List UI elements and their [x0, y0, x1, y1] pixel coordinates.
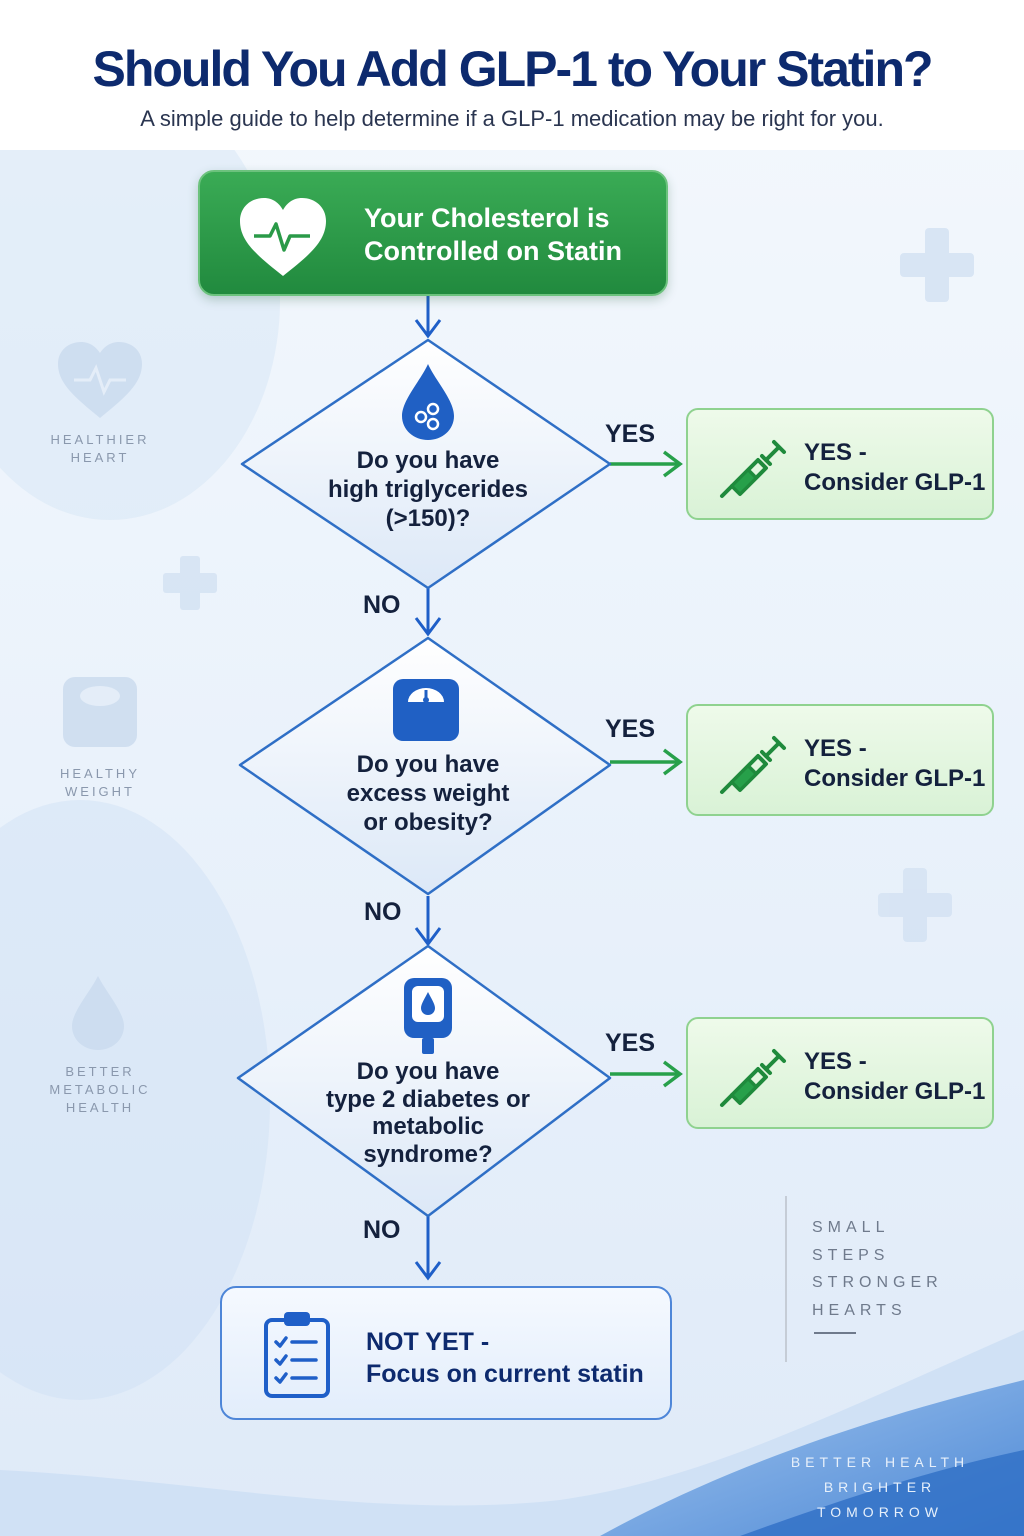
yes-outcome-text-2: YES - Consider GLP-1 — [804, 734, 985, 794]
yes-outcome-1-line-1: YES - — [804, 439, 867, 466]
decision-diamond-1 — [240, 338, 612, 590]
droplet-icon — [402, 364, 454, 440]
header: Should You Add GLP-1 to Your Statin? A s… — [0, 0, 1024, 150]
question-3-line-1: Do you have — [356, 1058, 500, 1085]
decision-diamond-2 — [238, 636, 612, 896]
motto-divider — [785, 1196, 787, 1362]
syringe-icon — [720, 440, 786, 498]
yes-label-1: YES — [605, 420, 656, 448]
no-label-2: NO — [364, 898, 402, 926]
scale-icon — [63, 677, 137, 747]
footer-tagline: BETTER HEALTH BRIGHTER TOMORROW — [760, 1450, 1000, 1525]
scale-icon — [393, 679, 459, 741]
question-2-line-3: or obesity? — [363, 809, 493, 836]
question-3-line-4: syndrome? — [363, 1140, 493, 1168]
end-outcome-box: NOT YET - Focus on current statin — [220, 1286, 672, 1420]
decision-diamond-3 — [236, 944, 612, 1218]
sidebar-weight-line-1: HEALTHY — [60, 766, 140, 781]
question-2-line-1: Do you have — [356, 751, 500, 778]
start-line-1: Your Cholesterol is — [364, 203, 610, 233]
sidebar-metabolic-line-1: BETTER — [65, 1064, 135, 1079]
question-1-line-2: high triglycerides — [327, 476, 529, 503]
heart-icon — [58, 342, 142, 418]
yes-label-3: YES — [605, 1029, 656, 1057]
no-label-3: NO — [363, 1216, 401, 1244]
yes-outcome-2-line-2: Consider GLP-1 — [804, 765, 986, 792]
yes-outcome-box-1: YES - Consider GLP-1 — [686, 408, 994, 520]
footer-line-1: BETTER HEALTH — [790, 1454, 970, 1470]
syringe-icon — [720, 736, 786, 794]
motto-underline — [814, 1332, 856, 1334]
sidebar-heart-line-2: HEART — [70, 450, 130, 465]
question-3-text: Do you have type 2 diabetes or metabolic… — [300, 1058, 556, 1168]
sidebar-metabolic-line-3: HEALTH — [65, 1100, 135, 1115]
sidebar-heart-line-1: HEALTHIER — [50, 432, 150, 447]
start-text: Your Cholesterol is Controlled on Statin — [364, 202, 654, 268]
start-line-2: Controlled on Statin — [364, 236, 622, 266]
page-subtitle: A simple guide to help determine if a GL… — [140, 106, 884, 131]
motto-line-4: HEARTS — [812, 1301, 907, 1319]
motto-line-1: SMALL — [812, 1219, 890, 1236]
glucose-meter-icon — [404, 978, 452, 1054]
sidebar-label-heart: HEALTHIER HEART — [30, 431, 170, 467]
yes-outcome-3-line-1: YES - — [804, 1048, 867, 1075]
question-3-line-3: metabolic — [371, 1113, 485, 1140]
sidebar-metabolic-line-2: METABOLIC — [49, 1082, 151, 1097]
end-outcome-text: NOT YET - Focus on current statin — [366, 1326, 644, 1390]
question-1-line-1: Do you have — [356, 447, 500, 474]
yes-outcome-box-3: YES - Consider GLP-1 — [686, 1017, 994, 1129]
droplet-icon — [72, 976, 124, 1050]
footer-line-2: BRIGHTER TOMORROW — [816, 1479, 944, 1520]
sidebar-weight-line-2: WEIGHT — [65, 784, 135, 799]
yes-outcome-3-line-2: Consider GLP-1 — [804, 1078, 986, 1105]
question-2-line-2: excess weight — [346, 780, 510, 807]
page-title: Should You Add GLP-1 to Your Statin? — [92, 41, 933, 97]
syringe-icon — [720, 1049, 786, 1107]
motto-line-2: STEPS — [812, 1246, 890, 1264]
clipboard-checklist-icon — [264, 1312, 330, 1398]
yes-outcome-1-line-2: Consider GLP-1 — [804, 469, 986, 496]
end-outcome-line-1: NOT YET - — [366, 1328, 490, 1356]
end-outcome-line-2: Focus on current statin — [366, 1360, 644, 1388]
question-1-line-3: (>150)? — [385, 505, 471, 532]
question-3-line-2: type 2 diabetes or — [325, 1085, 531, 1113]
yes-outcome-box-2: YES - Consider GLP-1 — [686, 704, 994, 816]
motto: SMALL STEPS STRONGER HEARTS — [812, 1214, 943, 1324]
yes-outcome-text-3: YES - Consider GLP-1 — [804, 1047, 985, 1107]
start-box: Your Cholesterol is Controlled on Statin — [198, 170, 668, 296]
no-label-1: NO — [363, 591, 401, 619]
yes-outcome-text-1: YES - Consider GLP-1 — [804, 438, 985, 498]
sidebar-label-metabolic: BETTER METABOLIC HEALTH — [25, 1063, 175, 1117]
yes-label-2: YES — [605, 715, 656, 743]
question-1-text: Do you have high triglycerides (>150)? — [300, 446, 556, 533]
question-2-text: Do you have excess weight or obesity? — [300, 750, 556, 837]
motto-line-3: STRONGER — [812, 1274, 943, 1291]
sidebar-label-weight: HEALTHY WEIGHT — [30, 765, 170, 801]
heart-pulse-icon — [240, 198, 326, 276]
yes-outcome-2-line-1: YES - — [804, 735, 867, 762]
